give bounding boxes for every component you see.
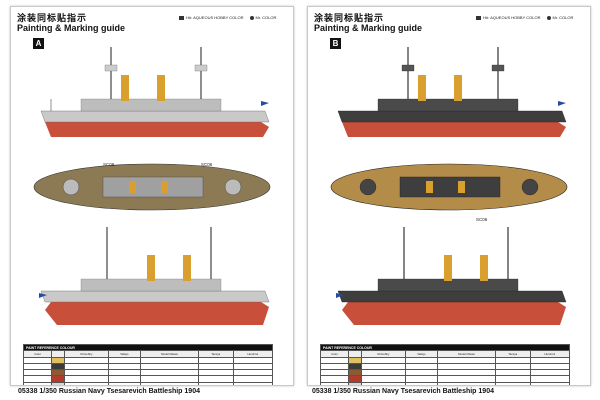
legend-hobby: H#: AQUEOUS HOBBY COLOR bbox=[179, 15, 244, 20]
col-mr-hobby: Mr.Hobby bbox=[64, 350, 109, 358]
legend-mr: Mr. COLOR bbox=[546, 15, 574, 20]
turret-aft bbox=[521, 178, 539, 196]
ship-drawings: SC06 bbox=[330, 47, 568, 325]
swatch bbox=[51, 381, 66, 385]
ship-side-view-top bbox=[337, 47, 567, 137]
hull-lower-2 bbox=[342, 302, 566, 325]
funnel-2 bbox=[157, 75, 165, 101]
flag-icon-2 bbox=[39, 293, 47, 298]
flag-icon bbox=[558, 101, 566, 106]
hull-lower bbox=[342, 122, 566, 137]
english-title: Painting & Marking guide bbox=[17, 23, 126, 33]
superstructure bbox=[377, 98, 519, 112]
sheet-a: 涂装同标贴指示 Painting & Marking guide H#: AQU… bbox=[10, 6, 294, 386]
col-color: Color bbox=[319, 350, 350, 358]
sheet-b: 涂装同标贴指示 Painting & Marking guide H#: AQU… bbox=[307, 6, 591, 386]
hull-upper bbox=[40, 110, 270, 123]
legend-hobby-label: H#: AQUEOUS HOBBY COLOR bbox=[483, 15, 541, 20]
deck-superstructure bbox=[399, 176, 501, 198]
fighting-top-fore bbox=[104, 64, 118, 72]
legend-mr-label: Mr. COLOR bbox=[255, 15, 277, 20]
legend-mr: Mr. COLOR bbox=[249, 15, 277, 20]
legend-hobby-label: H#: AQUEOUS HOBBY COLOR bbox=[186, 15, 244, 20]
turret-fore bbox=[359, 178, 377, 196]
funnel-4 bbox=[480, 255, 488, 281]
table-row bbox=[22, 362, 274, 371]
hull-upper-2 bbox=[40, 290, 270, 303]
english-title: Painting & Marking guide bbox=[314, 23, 423, 33]
funnel-1 bbox=[121, 75, 129, 101]
hull-upper bbox=[337, 110, 567, 123]
ship-side-view-bottom bbox=[336, 227, 567, 325]
col-humbrol: Humbrol bbox=[232, 350, 274, 358]
table-row bbox=[22, 375, 274, 383]
turret-aft bbox=[224, 178, 242, 196]
funnel-top-1 bbox=[426, 181, 433, 193]
mr-dot-icon bbox=[249, 15, 254, 20]
variant-letter: B bbox=[330, 38, 341, 49]
hull-upper-2 bbox=[337, 290, 567, 303]
hull-lower bbox=[45, 122, 269, 137]
swatch bbox=[348, 381, 363, 385]
col-mr-hobby: Mr.Hobby bbox=[361, 350, 406, 358]
callout-sc06: SC06 bbox=[476, 217, 488, 222]
chinese-title: 涂装同标贴指示 bbox=[17, 14, 88, 24]
paint-table-header: PAINT REFERENCE COLOUR bbox=[320, 343, 570, 352]
table-row bbox=[319, 375, 571, 383]
funnel-top-1 bbox=[129, 181, 136, 193]
color-legend: H#: AQUEOUS HOBBY COLOR Mr. COLOR bbox=[179, 15, 276, 20]
funnel-2 bbox=[454, 75, 462, 101]
h-box-icon bbox=[179, 15, 184, 20]
h-box-icon bbox=[476, 15, 481, 20]
funnel-3 bbox=[444, 255, 452, 281]
hull-lower-2 bbox=[45, 302, 269, 325]
funnel-top-2 bbox=[161, 181, 168, 193]
legend-mr-label: Mr. COLOR bbox=[552, 15, 574, 20]
flag-icon bbox=[261, 101, 269, 106]
paint-table-header: PAINT REFERENCE COLOUR bbox=[23, 343, 273, 352]
superstructure bbox=[80, 98, 222, 112]
deck-superstructure bbox=[102, 176, 204, 198]
funnel-4 bbox=[183, 255, 191, 281]
callout-sc06-2: SC06 bbox=[201, 162, 213, 167]
ship-top-view: SC06 SC06 bbox=[33, 162, 271, 211]
table-row bbox=[319, 356, 571, 364]
footer-b: 05338 1/350 Russian Navy Tsesarevich Bat… bbox=[312, 388, 494, 395]
chinese-title: 涂装同标贴指示 bbox=[314, 14, 385, 24]
mr-dot-icon bbox=[546, 15, 551, 20]
paint-reference-table: PAINT REFERENCE COLOUR Color Mr.Hobby Va… bbox=[319, 343, 571, 385]
ship-drawings: SC06 SC06 bbox=[33, 47, 271, 325]
col-tamiya: Tamiya bbox=[495, 350, 531, 358]
fighting-top-aft bbox=[491, 64, 505, 72]
ship-side-view-bottom bbox=[39, 227, 270, 325]
table-row bbox=[319, 362, 571, 371]
fighting-top-fore bbox=[401, 64, 415, 72]
fighting-top-aft bbox=[194, 64, 208, 72]
turret-fore bbox=[62, 178, 80, 196]
table-row bbox=[319, 381, 571, 385]
col-color: Color bbox=[22, 350, 53, 358]
funnel-top-2 bbox=[458, 181, 465, 193]
table-row bbox=[319, 369, 571, 377]
table-row bbox=[22, 356, 274, 364]
col-tamiya: Tamiya bbox=[198, 350, 234, 358]
col-humbrol: Humbrol bbox=[529, 350, 571, 358]
footer-a: 05338 1/350 Russian Navy Tsesarevich Bat… bbox=[18, 388, 200, 395]
ship-side-view-top bbox=[40, 47, 270, 137]
legend-hobby: H#: AQUEOUS HOBBY COLOR bbox=[476, 15, 541, 20]
color-legend: H#: AQUEOUS HOBBY COLOR Mr. COLOR bbox=[476, 15, 573, 20]
ship-top-view: SC06 bbox=[330, 163, 568, 222]
callout-sc06-1: SC06 bbox=[103, 162, 115, 167]
paint-reference-table: PAINT REFERENCE COLOUR Color Mr.Hobby Va… bbox=[22, 343, 274, 385]
table-row bbox=[22, 369, 274, 377]
flag-icon-2 bbox=[336, 293, 344, 298]
funnel-1 bbox=[418, 75, 426, 101]
variant-letter: A bbox=[33, 38, 44, 49]
funnel-3 bbox=[147, 255, 155, 281]
table-row bbox=[22, 381, 274, 385]
